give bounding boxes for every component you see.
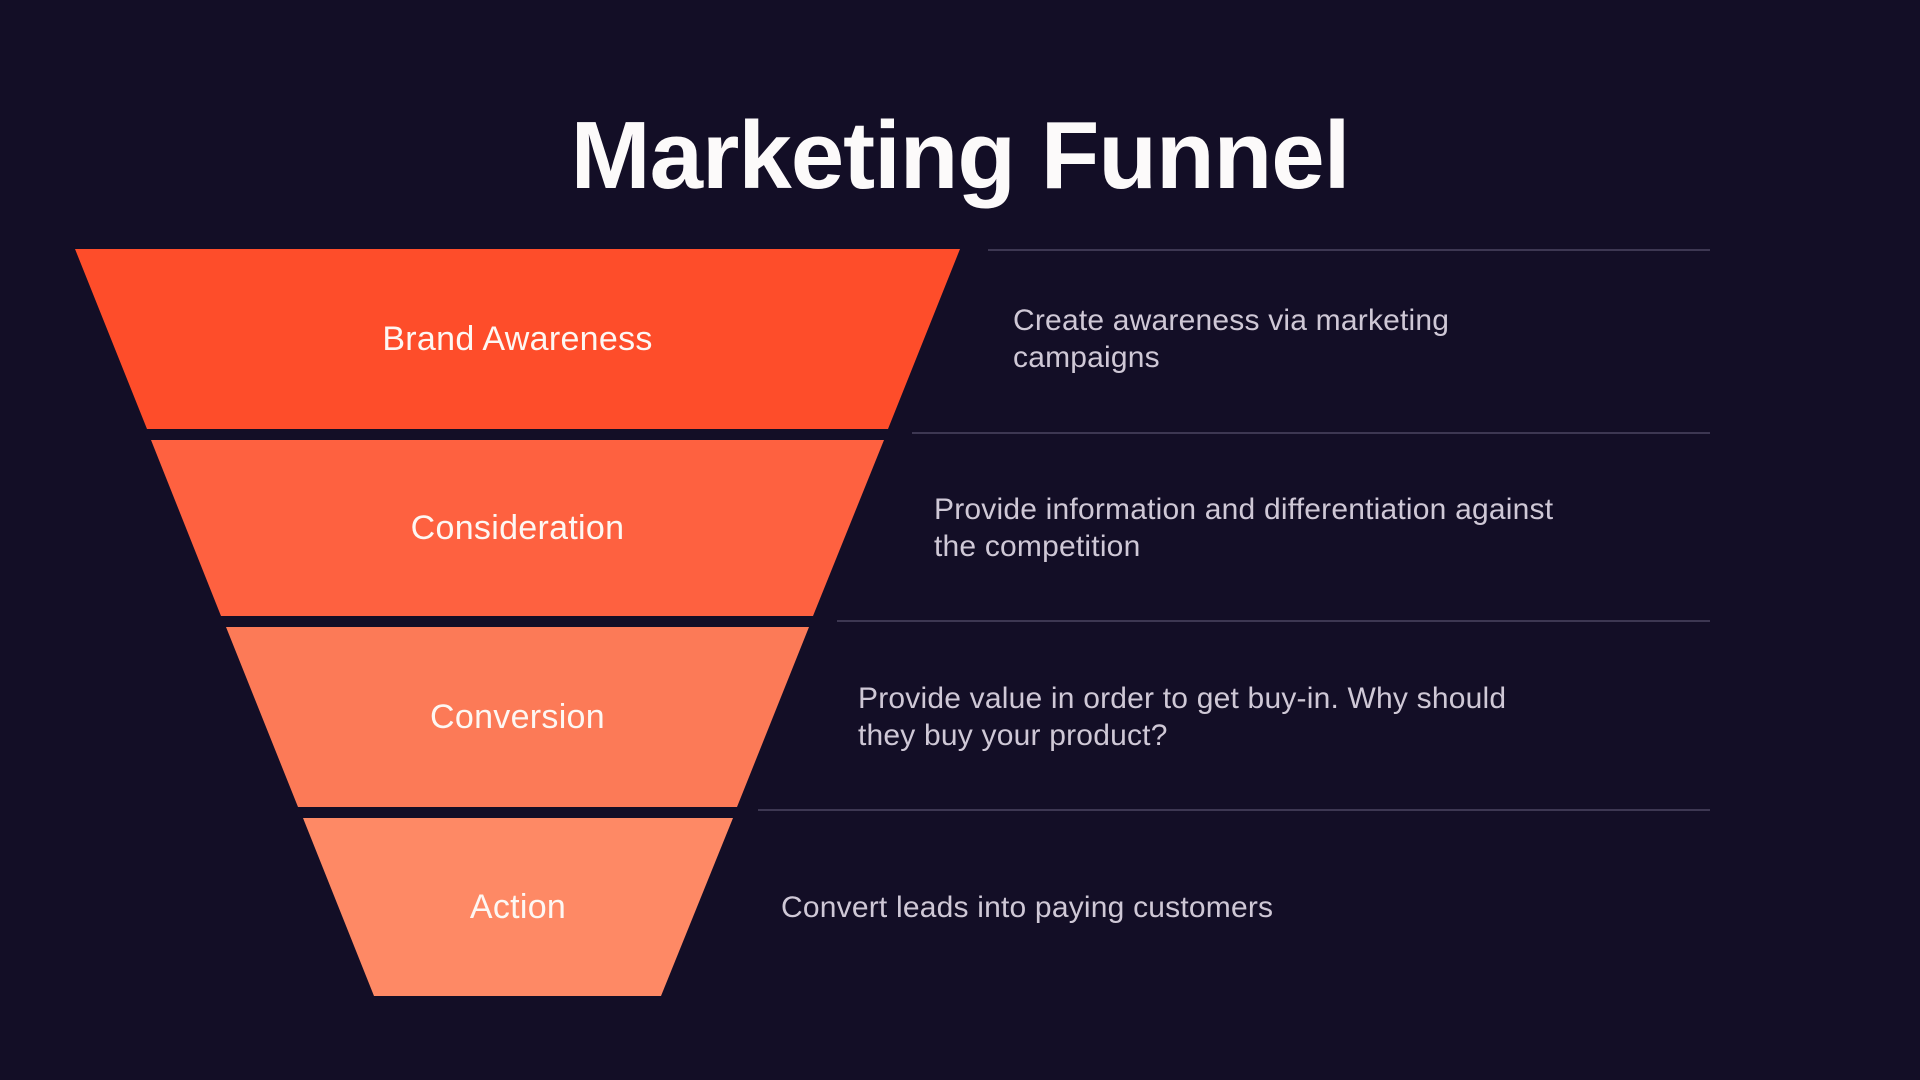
funnel-stage-action: Action <box>303 818 733 996</box>
divider-line-brand-awareness <box>988 249 1710 251</box>
funnel-stage-conversion: Conversion <box>226 627 809 807</box>
stage-description-consideration: Provide information and differentiation … <box>934 493 1554 563</box>
funnel-stage-brand-awareness: Brand Awareness <box>75 249 960 429</box>
stage-label-action: Action <box>469 887 567 926</box>
stage-description-action: Convert leads into paying customers <box>781 890 1274 924</box>
funnel-stage-consideration: Consideration <box>151 440 884 616</box>
divider-line-conversion <box>837 620 1710 622</box>
divider-line-action <box>758 809 1710 811</box>
stage-label-conversion: Conversion <box>430 697 605 736</box>
stage-description-conversion: Provide value in order to get buy-in. Wh… <box>858 682 1507 752</box>
stage-description-brand-awareness: Create awareness via marketing campaigns <box>1013 304 1450 374</box>
stage-label-consideration: Consideration <box>410 508 625 547</box>
stage-label-brand-awareness: Brand Awareness <box>382 319 653 358</box>
divider-line-consideration <box>912 432 1710 434</box>
page-title: Marketing Funnel <box>570 102 1351 210</box>
